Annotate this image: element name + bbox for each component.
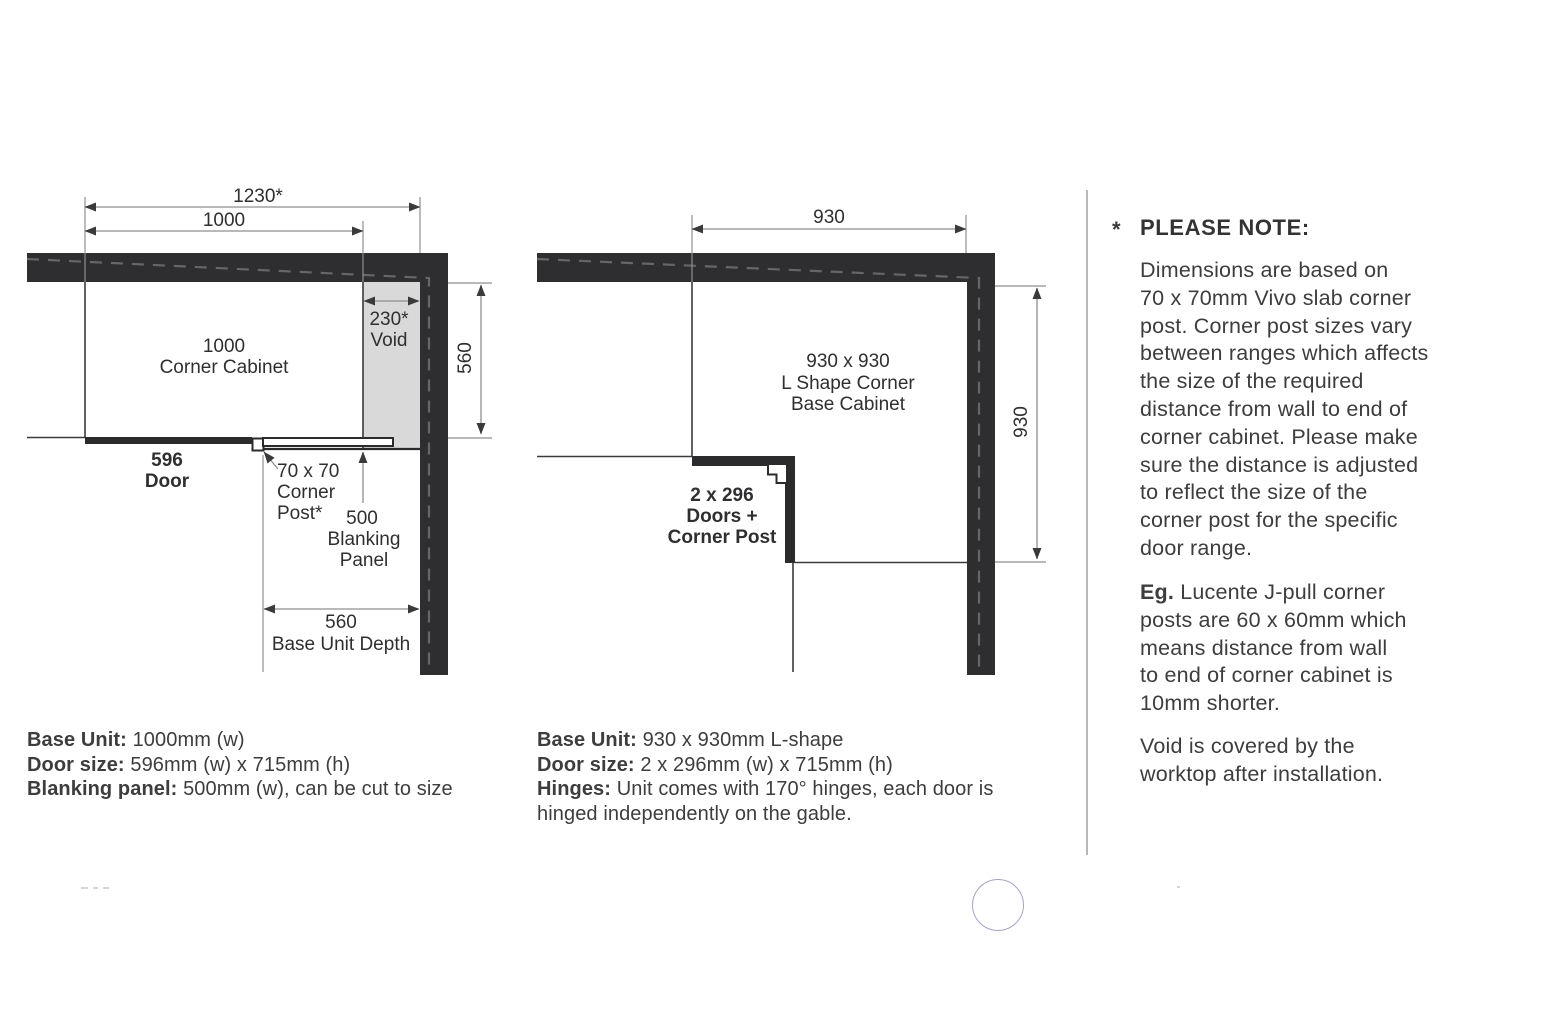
- dim-text-930-top: 930: [813, 207, 845, 228]
- cabinet-label-line1: 930 x 930: [806, 351, 889, 372]
- void-label: Void: [371, 330, 408, 351]
- doors-label-line2: Doors +: [686, 506, 757, 527]
- spec-line: Base Unit: 1000mm (w): [27, 728, 453, 753]
- dim-text-1230: 1230*: [233, 186, 283, 207]
- wall-top: [537, 253, 995, 282]
- spec-label: Door size:: [27, 753, 125, 776]
- cabinet-label-line2: L Shape Corner: [781, 373, 915, 394]
- note-line: 70 x 70mm Vivo slab corner: [1140, 285, 1412, 310]
- dim-text-930-side: 930: [1011, 406, 1032, 438]
- corner-post-label-line3: Post*: [277, 503, 323, 524]
- corner-post-leader-arrow: [263, 451, 279, 470]
- note-title: PLEASE NOTE:: [1140, 215, 1310, 240]
- door-label-line1: 596: [151, 450, 183, 471]
- cabinet-label-line2: Corner Cabinet: [160, 357, 290, 378]
- spec-value: 596mm (w) x 715mm (h): [124, 753, 351, 776]
- cabinet-label-line3: Base Cabinet: [791, 394, 906, 415]
- page-circle-mark: [972, 879, 1024, 931]
- spec-line: Door size: 2 x 296mm (w) x 715mm (h): [537, 753, 1057, 778]
- spec-line: Hinges: Unit comes with 170° hinges, eac…: [537, 777, 1057, 802]
- note-line: between ranges which affects: [1140, 341, 1429, 366]
- base-depth-dim-text: 560: [325, 612, 357, 633]
- note-line: to end of corner cabinet is: [1140, 663, 1393, 688]
- blanking-panel: [262, 437, 394, 447]
- blanking-label-line1: 500: [346, 508, 378, 529]
- cabinet-label-line1: 1000: [203, 336, 245, 357]
- spec-value: 1000mm (w): [126, 729, 245, 751]
- note-asterisk: *: [1112, 217, 1121, 242]
- note-line: corner post for the specific: [1140, 508, 1398, 533]
- void-region: [363, 282, 420, 449]
- wall-top: [27, 253, 448, 282]
- faint-print-mark: [103, 887, 109, 889]
- corner-post-notch-outline: [767, 465, 786, 484]
- faint-print-mark: [81, 887, 88, 889]
- note-line: post. Corner post sizes vary: [1140, 313, 1413, 338]
- spec-line: Door size: 596mm (w) x 715mm (h): [27, 753, 453, 778]
- corner-post: [251, 437, 265, 452]
- spec-value: 2 x 296mm (w) x 715mm (h): [634, 753, 893, 776]
- spec-label: Base Unit:: [537, 729, 637, 751]
- doors-label-line3: Corner Post: [668, 527, 777, 548]
- corner-post-label-line2: Corner: [277, 482, 336, 503]
- doors-label-line1: 2 x 296: [690, 485, 753, 506]
- note-paragraph-1: Dimensions are based on 70 x 70mm Vivo s…: [1140, 257, 1428, 563]
- note-line: distance from wall to end of: [1140, 396, 1408, 421]
- spec-line-wrap: hinged independently on the gable.: [537, 802, 852, 825]
- spec-label: Door size:: [537, 753, 635, 776]
- faint-print-mark: [1177, 886, 1180, 888]
- note-line: Void is covered by the: [1140, 734, 1355, 758]
- note-line: sure the distance is adjusted: [1140, 452, 1419, 477]
- note-paragraph-2: Eg. Lucente J-pull corner posts are 60 x…: [1140, 579, 1407, 718]
- spec-block-corner-cabinet: Base Unit: 1000mm (w) Door size: 596mm (…: [27, 728, 453, 802]
- spec-line: Blanking panel: 500mm (w), can be cut to…: [27, 777, 453, 802]
- spec-value: 930 x 930mm L-shape: [636, 729, 844, 751]
- l-shape-diagram: 930 930 930 x 930 L Shape Corner Base Ca…: [536, 207, 1046, 675]
- note-line: door range.: [1140, 535, 1253, 560]
- void-dim-text: 230*: [369, 309, 409, 330]
- base-depth-label: Base Unit Depth: [272, 634, 410, 655]
- note-line: posts are 60 x 60mm which: [1140, 607, 1407, 632]
- spec-block-l-shape: Base Unit: 930 x 930mm L-shape Door size…: [537, 728, 1057, 826]
- note-line: corner cabinet. Please make: [1140, 424, 1418, 449]
- vertical-divider: [1086, 190, 1088, 855]
- note-line: 10mm shorter.: [1140, 691, 1281, 716]
- corner-post-label-line1: 70 x 70: [277, 461, 339, 482]
- wall-centerline: [536, 257, 981, 668]
- blanking-label-line2: Blanking: [328, 529, 401, 550]
- dim-text-1000: 1000: [203, 210, 245, 231]
- dim-text-560-side: 560: [455, 342, 476, 374]
- blanking-label-line3: Panel: [340, 550, 389, 571]
- faint-print-mark: [93, 887, 98, 889]
- spec-label: Hinges:: [537, 778, 612, 801]
- spec-line: Base Unit: 930 x 930mm L-shape: [537, 728, 1057, 753]
- eg-label: Eg.: [1140, 580, 1175, 604]
- note-line: means distance from wall: [1140, 635, 1388, 660]
- spec-label: Base Unit:: [27, 729, 127, 751]
- spec-label: Blanking panel:: [27, 778, 178, 801]
- note-line: Dimensions are based on: [1140, 258, 1389, 282]
- wall-centerline: [26, 257, 431, 668]
- spec-value: Unit comes with 170° hinges, each door i…: [611, 778, 994, 801]
- wall-right: [967, 253, 995, 675]
- spec-value: 500mm (w), can be cut to size: [177, 778, 453, 801]
- wall-right: [420, 253, 448, 675]
- note-line: Eg. Lucente J-pull corner: [1140, 579, 1407, 607]
- note-line: worktop after installation.: [1140, 761, 1384, 786]
- door-front-horizontal: [692, 456, 795, 466]
- note-line-text: Lucente J-pull corner: [1174, 580, 1386, 604]
- door-label-line2: Door: [145, 471, 190, 492]
- door-front-vertical: [785, 456, 795, 563]
- door-front: [85, 437, 252, 444]
- note-line: to reflect the size of the: [1140, 480, 1368, 505]
- note-paragraph-3: Void is covered by the worktop after ins…: [1140, 733, 1383, 789]
- corner-cabinet-diagram: 1230* 1000 1000 Corner Cabinet 230* Void…: [26, 186, 492, 675]
- note-line: the size of the required: [1140, 369, 1364, 394]
